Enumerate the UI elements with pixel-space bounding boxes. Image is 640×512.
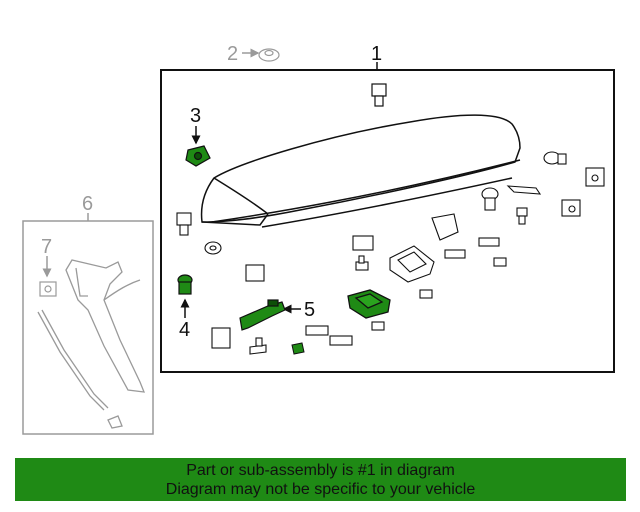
callout-2[interactable]: 2 <box>227 43 238 65</box>
callout-7[interactable]: 7 <box>41 236 52 258</box>
small-tape-pad[interactable] <box>291 342 305 355</box>
parts-diagram: 1 2 3 4 5 6 7 <box>22 43 615 435</box>
spoiler-pad[interactable] <box>347 289 391 319</box>
callout-6[interactable]: 6 <box>82 193 93 215</box>
part-6-pillar-trim[interactable] <box>37 259 146 429</box>
part-1-clip[interactable] <box>371 83 387 107</box>
part-7-clip[interactable] <box>39 281 57 297</box>
callout-4[interactable]: 4 <box>179 319 190 341</box>
banner-line-1: Part or sub-assembly is #1 in diagram <box>186 462 455 479</box>
banner-line-2: Diagram may not be specific to your vehi… <box>165 481 476 498</box>
part-3-nut[interactable] <box>185 145 211 167</box>
part-2-grommet[interactable] <box>258 48 280 62</box>
info-banner: Part or sub-assembly is #1 in diagram Di… <box>15 458 626 501</box>
part-5-bracket[interactable] <box>239 299 286 331</box>
spoiler-body[interactable] <box>200 114 521 228</box>
callout-1[interactable]: 1 <box>371 43 382 65</box>
assembly-1-frame <box>160 69 615 373</box>
callout-5[interactable]: 5 <box>304 299 315 321</box>
fastener-clips <box>176 151 605 355</box>
part-4-nut[interactable] <box>177 274 193 295</box>
callout-3[interactable]: 3 <box>190 105 201 127</box>
